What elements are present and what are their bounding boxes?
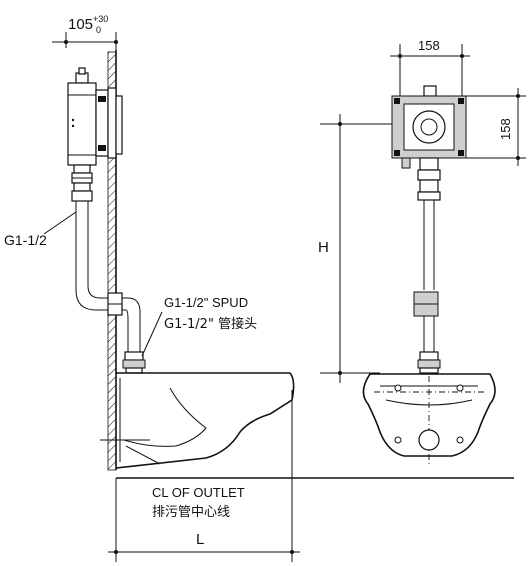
height-label: H <box>318 239 329 256</box>
flush-pipe-side <box>75 201 146 374</box>
valve-width-value: 158 <box>418 38 440 53</box>
length-label: L <box>196 531 204 548</box>
tolerance-minus: 0 <box>96 25 101 35</box>
flush-valve-side <box>67 67 123 202</box>
valve-height-dimension: 158 <box>466 88 526 166</box>
flush-pipe-front <box>413 200 441 374</box>
valve-height-value: 158 <box>498 118 513 140</box>
pipe-size-leader <box>43 211 77 235</box>
tolerance-plus: +30 <box>93 14 108 24</box>
valve-width-dimension: 158 <box>390 38 470 96</box>
height-dimension: H <box>318 114 392 383</box>
wall-offset-value: 105 <box>68 16 93 33</box>
urinal-front <box>362 373 496 466</box>
urinal-side <box>100 372 295 469</box>
flush-valve-front <box>391 85 467 201</box>
outlet-label-en: CL OF OUTLET <box>152 485 245 500</box>
wall-offset-dimension: 105 +30 0 <box>52 14 118 52</box>
outlet-label-cn: 排污管中心线 <box>152 505 230 520</box>
pipe-size-label: G1-1/2 <box>4 232 47 248</box>
spud-label-en: G1-1/2" SPUD <box>164 295 248 310</box>
length-dimension: L <box>108 390 300 562</box>
spud-leader <box>141 311 163 357</box>
spud-label-cn: G1-1/2" 管接头 <box>164 316 257 332</box>
